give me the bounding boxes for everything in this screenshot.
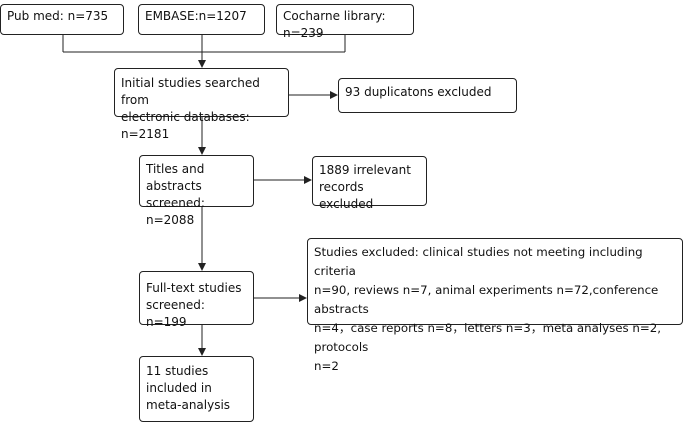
fulltext-box: Full-text studies screened: n=199: [139, 271, 254, 329]
embase-box: EMBASE:n=1207: [138, 4, 265, 35]
duplicates-excluded-box: 93 duplicatons excluded: [338, 78, 517, 113]
titles-abstracts-box: Titles and abstracts screened: n=2088: [139, 155, 254, 227]
included-studies-box: 11 studies included in meta-analysis: [139, 356, 254, 422]
pubmed-box: Pub med: n=735: [0, 4, 124, 35]
cochrane-box: Cocharne library: n=239: [276, 4, 414, 40]
initial-search-box: Initial studies searched from electronic…: [114, 68, 289, 141]
excluded-studies-box: Studies excluded: clinical studies not m…: [307, 238, 683, 373]
irrelevant-excluded-box: 1889 irrelevant records excluded: [312, 156, 427, 211]
